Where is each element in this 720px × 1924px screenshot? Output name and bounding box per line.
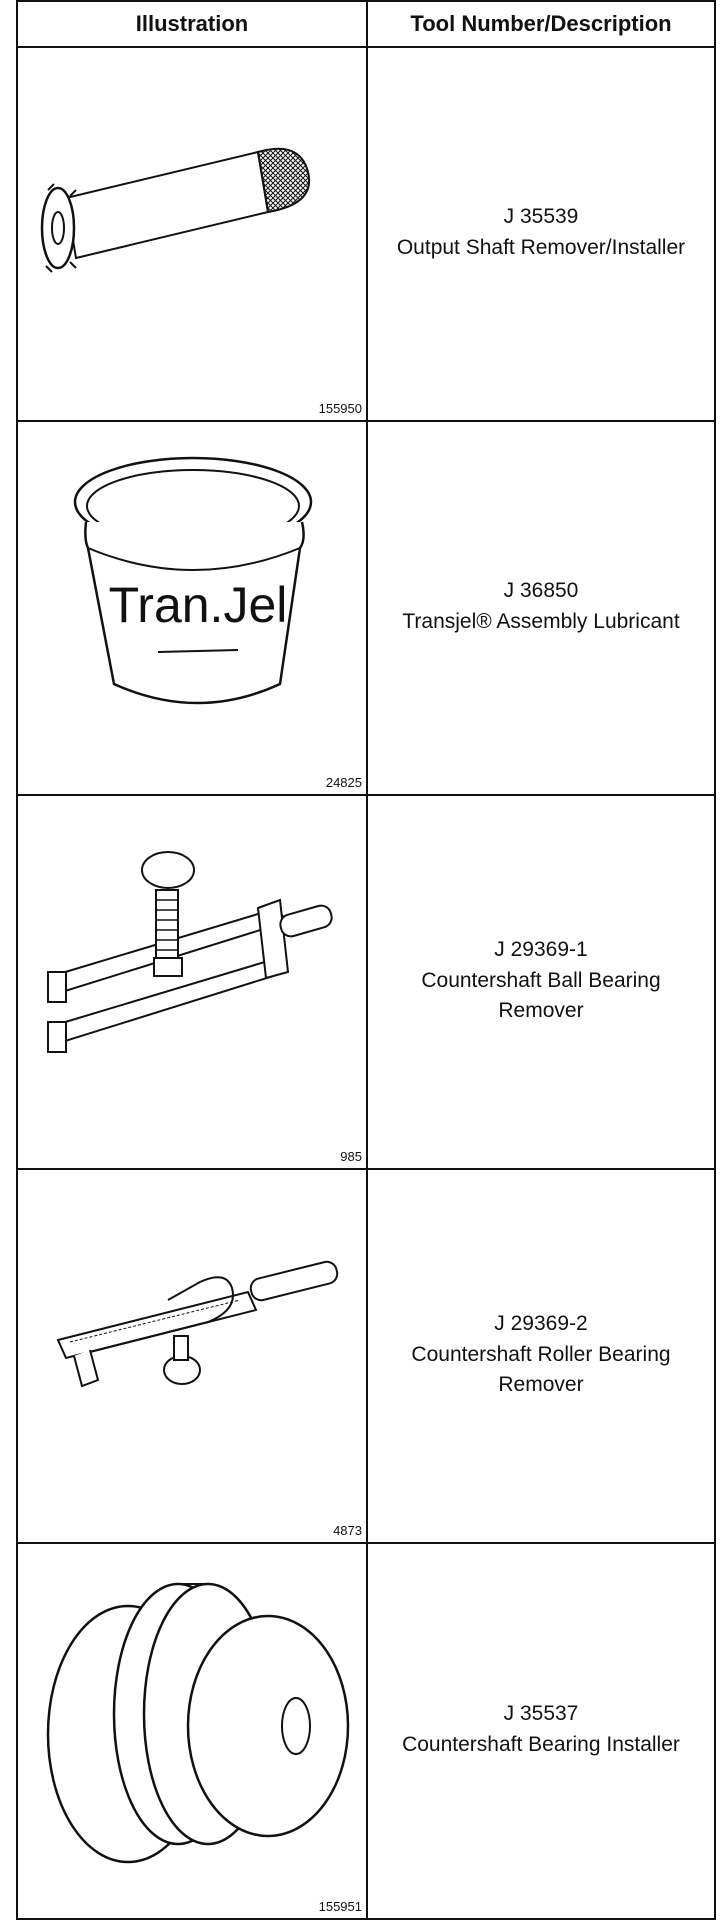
tub-label: Tran.Jel [109, 577, 288, 633]
illustration-cell: 155950 [18, 48, 368, 420]
description-cell: J 35539 Output Shaft Remover/Installer [368, 48, 714, 420]
tool-number: J 29369-1 [494, 938, 588, 961]
illustration-cell: 985 [18, 796, 368, 1168]
shaft-tool-icon [40, 147, 311, 273]
figure-number: 155950 [318, 401, 362, 416]
illustration-cell: 155951 [18, 1544, 368, 1918]
tool-description: Countershaft Roller Bearing Remover [411, 1343, 671, 1396]
bearing-remover-icon [47, 851, 333, 1053]
tool-description: Transjel® Assembly Lubricant [402, 610, 680, 633]
roller-remover-icon [56, 1260, 339, 1388]
table-row: 4873 J 29369-2 Countershaft Roller Beari… [16, 1170, 716, 1544]
table-header: Illustration Tool Number/Description [16, 0, 716, 48]
description-cell: J 29369-1 Countershaft Ball Bearing Remo… [368, 796, 714, 1168]
tool-description: Countershaft Ball Bearing Remover [421, 969, 661, 1022]
table-row: 985 J 29369-1 Countershaft Ball Bearing … [16, 796, 716, 1170]
description-cell: J 35537 Countershaft Bearing Installer [368, 1544, 714, 1918]
tool-description: Output Shaft Remover/Installer [396, 236, 686, 259]
table-row: 155950 J 35539 Output Shaft Remover/Inst… [16, 48, 716, 422]
figure-number: 985 [340, 1149, 362, 1164]
tool-number: J 35537 [503, 1702, 579, 1725]
header-tool: Tool Number/Description [410, 11, 672, 36]
tool-table: Illustration Tool Number/Description 155… [16, 0, 716, 1920]
figure-number: 4873 [333, 1523, 362, 1538]
figure-number: 24825 [325, 775, 362, 790]
bearing-installer-icon [46, 1582, 350, 1864]
tool-description: Countershaft Bearing Installer [402, 1733, 680, 1756]
description-cell: J 36850 Transjel® Assembly Lubricant [368, 422, 714, 794]
figure-number: 155951 [318, 1899, 362, 1914]
description-cell: J 29369-2 Countershaft Roller Bearing Re… [368, 1170, 714, 1542]
lubricant-tub-icon: Tran.Jel [73, 456, 313, 705]
illustration-cell: Tran.Jel 24825 [18, 422, 368, 794]
table-row: 155951 J 35537 Countershaft Bearing Inst… [16, 1544, 716, 1920]
tool-number: J 35539 [503, 205, 579, 228]
tool-number: J 29369-2 [494, 1312, 588, 1335]
tool-number: J 36850 [503, 579, 579, 602]
header-illustration: Illustration [18, 2, 368, 46]
illustration-cell: 4873 [18, 1170, 368, 1542]
table-row: Tran.Jel 24825 J 36850 Transjel® Assembl… [16, 422, 716, 796]
